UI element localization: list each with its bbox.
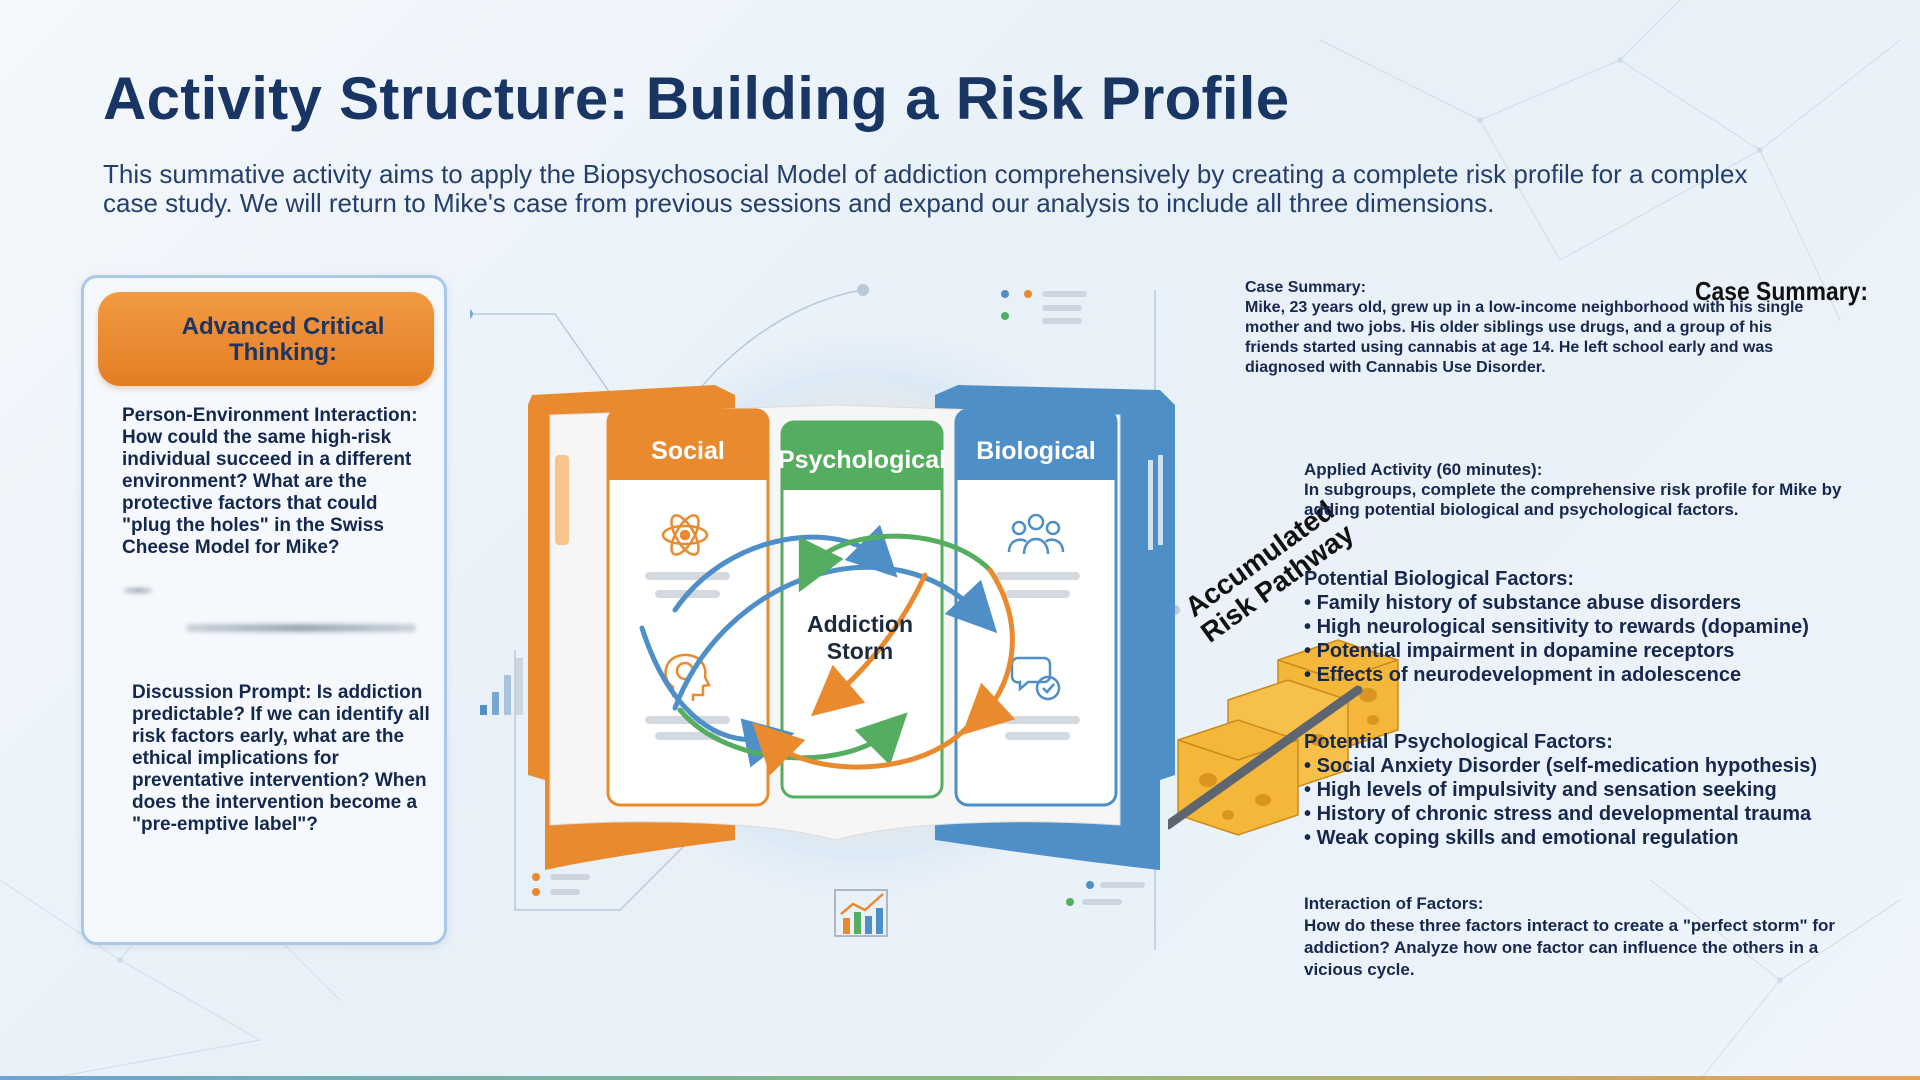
- applied-activity-block: Applied Activity (60 minutes): In subgro…: [1304, 460, 1864, 520]
- case-summary-block: Case Summary: Mike, 23 years old, grew u…: [1245, 278, 1815, 378]
- social-column-title: Social: [651, 437, 725, 465]
- discussion-prompt-text: Discussion Prompt: Is addiction predicta…: [132, 682, 430, 835]
- psychological-factors-heading: Potential Psychological Factors:: [1304, 731, 1613, 753]
- critical-thinking-card: Advanced Critical Thinking: Person-Envir…: [81, 275, 447, 945]
- list-item: Weak coping skills and emotional regulat…: [1304, 826, 1864, 850]
- list-item: Effects of neurodevelopment in adolescen…: [1304, 663, 1864, 687]
- bottom-accent-bar: [0, 1076, 1920, 1080]
- addiction-storm-line1: Addiction: [807, 611, 913, 637]
- case-summary-heading: Case Summary:: [1245, 279, 1366, 296]
- psychological-factors-block: Potential Psychological Factors: Social …: [1304, 730, 1864, 850]
- interaction-body: How do these three factors interact to c…: [1304, 916, 1835, 979]
- psychological-column-title: Psychological: [778, 446, 946, 474]
- biological-factors-heading: Potential Biological Factors:: [1304, 568, 1575, 590]
- psychological-column: [780, 420, 944, 799]
- person-environment-text: Person-Environment Interaction: How coul…: [122, 405, 418, 558]
- card-header: Advanced Critical Thinking:: [98, 292, 434, 386]
- biological-column-title: Biological: [976, 437, 1095, 465]
- bar-chart-icon: [834, 889, 888, 937]
- list-item: Potential impairment in dopamine recepto…: [1304, 639, 1864, 663]
- list-item: High levels of impulsivity and sensation…: [1304, 778, 1864, 802]
- bar-chart-icon: [480, 658, 523, 715]
- legend-decoration: [532, 290, 1145, 906]
- social-column: [606, 408, 770, 807]
- intro-paragraph: This summative activity aims to apply th…: [103, 159, 1748, 218]
- people-group-icon: [1007, 513, 1065, 555]
- case-summary-body: Mike, 23 years old, grew up in a low-inc…: [1245, 299, 1804, 376]
- blurred-divider: [186, 624, 416, 632]
- interaction-heading: Interaction of Factors:: [1304, 894, 1484, 913]
- biological-column: [954, 408, 1118, 807]
- list-item: High neurological sensitivity to rewards…: [1304, 615, 1864, 639]
- biological-factors-block: Potential Biological Factors: Family his…: [1304, 567, 1864, 687]
- biopsychosocial-diagram: Social Psychological Biological: [470, 284, 1180, 950]
- card-header-label: Advanced Critical Thinking:: [181, 313, 385, 366]
- addiction-storm-line2: Storm: [827, 638, 893, 664]
- list-item: History of chronic stress and developmen…: [1304, 802, 1864, 826]
- atom-icon: [661, 514, 709, 556]
- list-item: Family history of substance abuse disord…: [1304, 591, 1864, 615]
- blurred-divider: [124, 588, 152, 593]
- page-title: Activity Structure: Building a Risk Prof…: [103, 65, 1290, 132]
- applied-activity-heading: Applied Activity (60 minutes):: [1304, 460, 1543, 479]
- applied-activity-body: In subgroups, complete the comprehensive…: [1304, 480, 1842, 519]
- case-summary-overlay-label: Case Summary:: [1695, 276, 1868, 306]
- interaction-block: Interaction of Factors: How do these thr…: [1304, 893, 1864, 981]
- list-item: Social Anxiety Disorder (self-medication…: [1304, 754, 1864, 778]
